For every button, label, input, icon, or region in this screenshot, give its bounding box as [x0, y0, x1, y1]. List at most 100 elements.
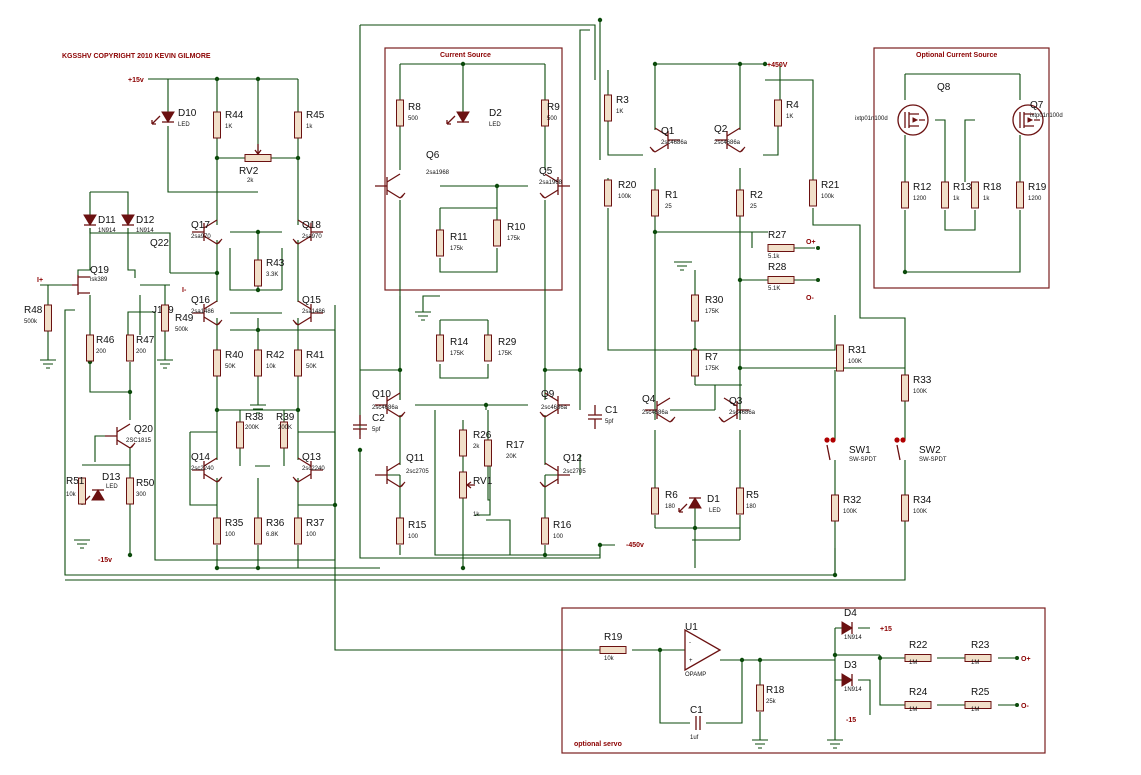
r18b-val: 1k: [983, 196, 990, 202]
q18-ref: Q18: [302, 220, 321, 231]
input-minus-label: I-: [182, 287, 187, 294]
r22-val: 1M: [909, 660, 917, 666]
q2-val: 2sc4686a: [714, 140, 741, 146]
q17-ref: Q17: [191, 220, 210, 231]
d3-ref: D3: [844, 660, 857, 671]
u1-ref: U1: [685, 622, 698, 633]
q8-ref: Q8: [937, 82, 951, 93]
r38-ref: R38: [245, 412, 264, 423]
m450v-rail-label: -450v: [626, 542, 644, 549]
r19-ref: R19: [604, 632, 623, 643]
r30-val: 175K: [705, 309, 719, 315]
r4-val: 1K: [786, 114, 793, 120]
q9-val: 2sc4686a: [541, 405, 568, 411]
optional-servo-title: optional servo: [574, 741, 622, 748]
r21-val: 100k: [821, 194, 835, 200]
component-r51: R51 10k: [66, 476, 86, 505]
r51-ref: R51: [66, 476, 85, 487]
d10-ref: D10: [178, 108, 197, 119]
q10-ref: Q10: [372, 389, 391, 400]
q9-ref: Q9: [541, 389, 555, 400]
q1-val: 2sc4686a: [661, 140, 688, 146]
d1-ref: D1: [707, 494, 720, 505]
r8-val: 500: [408, 116, 419, 122]
r36-val: 6.8K: [266, 532, 278, 538]
r43-val: 3.3K: [266, 272, 278, 278]
r40-val: 50K: [225, 364, 236, 370]
r18-ref: R18: [766, 685, 785, 696]
p15v-rail-label: +15v: [128, 77, 144, 84]
component-r36: R36 6.8K: [254, 517, 285, 545]
component-q9: Q9 2sc4686a: [539, 389, 570, 418]
r41-ref: R41: [306, 350, 325, 361]
q16-ref: Q16: [191, 295, 210, 306]
r36-ref: R36: [266, 518, 285, 529]
d4-ref: D4: [844, 608, 857, 619]
r24-ref: R24: [909, 687, 928, 698]
q14-ref: Q14: [191, 452, 210, 463]
r26-val: 2k: [473, 444, 480, 450]
ground-symbols: [40, 261, 843, 749]
q19-val: lsk389: [90, 277, 108, 283]
r16-ref: R16: [553, 520, 572, 531]
q12-ref: Q12: [563, 453, 582, 464]
q14-val: 2sc2240: [191, 466, 214, 472]
q4-ref: Q4: [642, 394, 656, 405]
r51-val: 10k: [66, 492, 77, 498]
r34-val: 100K: [913, 509, 927, 515]
r29-ref: R29: [498, 337, 517, 348]
d4-val: 1N914: [844, 635, 862, 641]
r21-ref: R21: [821, 180, 840, 191]
d12-ref: D12: [136, 215, 155, 226]
servo-p15-label: +15: [880, 626, 892, 633]
terminal-o-plus-1: [816, 246, 820, 250]
r13-val: 1k: [953, 196, 960, 202]
q4-val: 2sc4686a: [642, 410, 669, 416]
component-r26: R26 2k: [459, 429, 492, 457]
r22-ref: R22: [909, 640, 928, 651]
r44-ref: R44: [225, 110, 244, 121]
r27-val: 5.1k: [768, 254, 780, 260]
r31-ref: R31: [848, 345, 867, 356]
r26-ref: R26: [473, 430, 492, 441]
c1s-ref: C1: [690, 705, 703, 716]
r6-ref: R6: [665, 490, 678, 501]
r1-val: 25: [665, 204, 672, 210]
sw2-val: SW-SPDT: [919, 457, 947, 463]
r49-val: 500k: [175, 327, 189, 333]
output-minus-label-1: O-: [806, 295, 814, 302]
q12-val: 2sc2705: [563, 469, 586, 475]
component-q12: Q12 2sc2705: [539, 453, 586, 488]
input-plus-label: I+: [37, 277, 43, 284]
r11-ref: R11: [450, 232, 468, 243]
